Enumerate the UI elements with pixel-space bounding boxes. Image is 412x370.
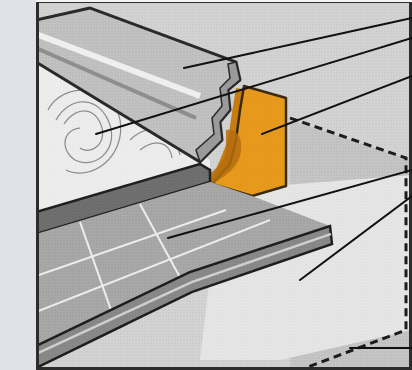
page-margin (0, 0, 36, 370)
